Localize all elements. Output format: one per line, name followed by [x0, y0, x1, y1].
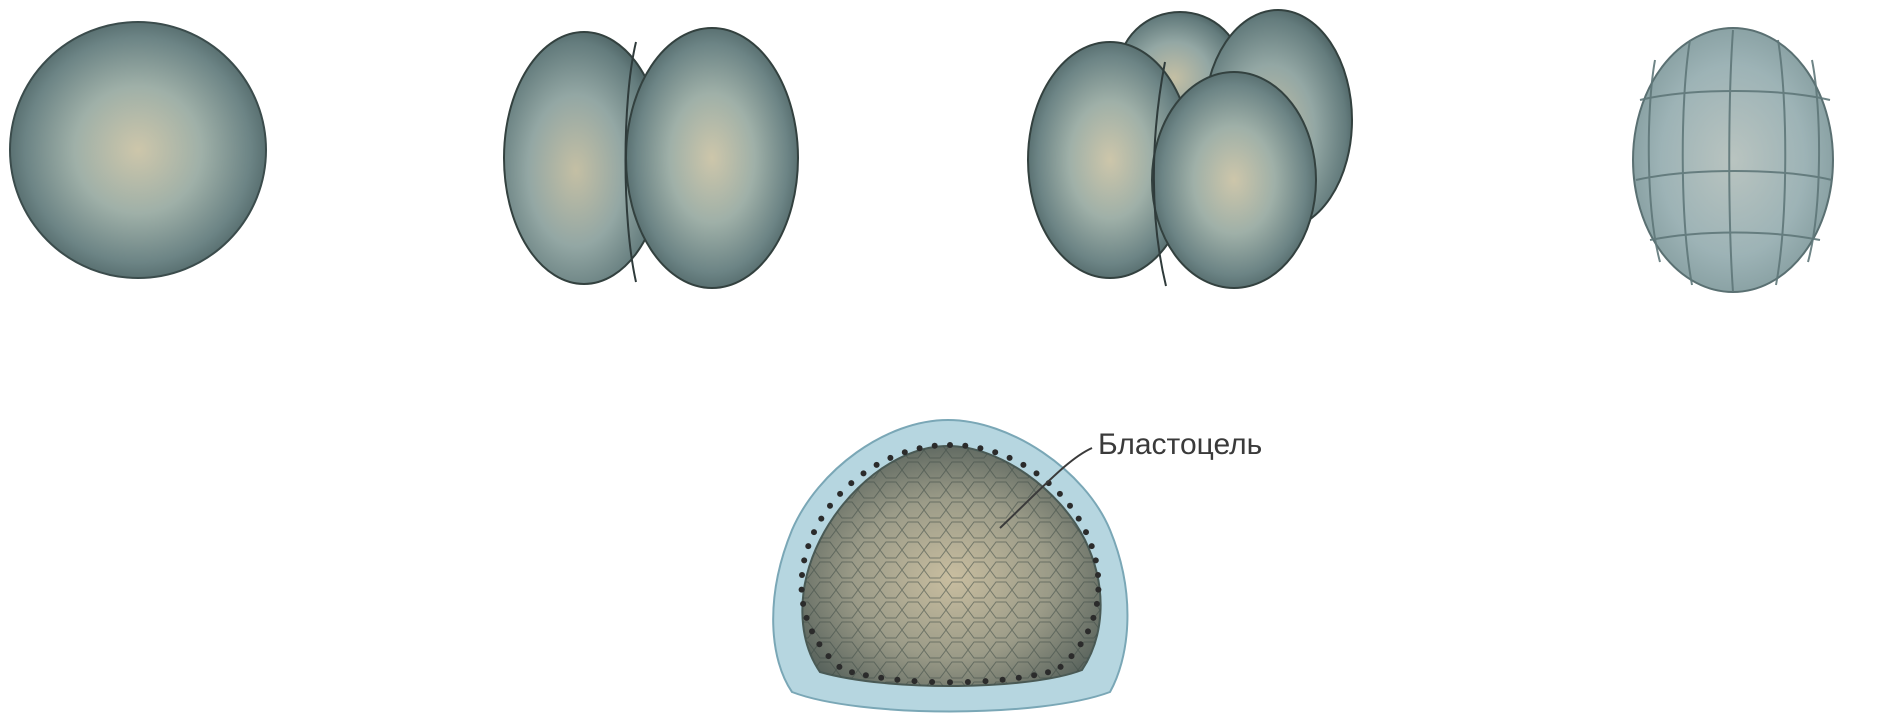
nucleus-dot — [947, 679, 953, 685]
nucleus-dot — [1007, 455, 1013, 461]
nucleus-dot — [1000, 677, 1006, 683]
nucleus-dot — [849, 669, 855, 675]
nucleus-dot — [992, 449, 998, 455]
nucleus-dot — [809, 628, 815, 634]
nucleus-dot — [1058, 664, 1064, 670]
nucleus-dot — [827, 503, 833, 509]
nucleus-dot — [1095, 572, 1101, 578]
nucleus-dot — [818, 516, 824, 522]
nucleus-dot — [848, 480, 854, 486]
nucleus-dot — [1095, 587, 1101, 593]
nucleus-dot — [1069, 653, 1075, 659]
nucleus-dot — [1085, 628, 1091, 634]
nucleus-dot — [1057, 491, 1063, 497]
nucleus-dot — [800, 601, 806, 607]
nucleus-dot — [894, 677, 900, 683]
nucleus-dot — [861, 470, 867, 476]
nucleus-dot — [932, 443, 938, 449]
nucleus-dot — [837, 491, 843, 497]
nucleus-dot — [1093, 557, 1099, 563]
nucleus-dot — [1090, 615, 1096, 621]
nucleus-dot — [1034, 470, 1040, 476]
nucleus-dot — [799, 587, 805, 593]
nucleus-dot — [977, 445, 983, 451]
two-cell-stage — [504, 28, 798, 288]
nucleus-dot — [1083, 529, 1089, 535]
blastocoel-label: Бластоцель — [1098, 428, 1262, 461]
nucleus-dot — [887, 455, 893, 461]
nucleus-dot — [826, 653, 832, 659]
nucleus-dot — [874, 462, 880, 468]
nucleus-dot — [965, 679, 971, 685]
nucleus-dot — [983, 678, 989, 684]
nucleus-dot — [1089, 543, 1095, 549]
nucleus-dot — [816, 641, 822, 647]
four-cell-stage — [1028, 10, 1352, 288]
nucleus-dot — [947, 442, 953, 448]
nucleus-dot — [962, 443, 968, 449]
nucleus-dot — [836, 664, 842, 670]
nucleus-dot — [805, 543, 811, 549]
nucleus-dot — [1067, 503, 1073, 509]
blastula-section — [773, 420, 1127, 712]
nucleus-dot — [1045, 669, 1051, 675]
nucleus-dot — [1078, 641, 1084, 647]
nucleus-dot — [811, 529, 817, 535]
nucleus-dot — [912, 678, 918, 684]
morula-stage — [1633, 28, 1833, 292]
nucleus-dot — [804, 615, 810, 621]
nucleus-dot — [878, 675, 884, 681]
zygote-stage — [10, 22, 266, 278]
nucleus-dot — [1020, 462, 1026, 468]
nucleus-dot — [863, 672, 869, 678]
nucleus-dot — [929, 679, 935, 685]
nucleus-dot — [902, 449, 908, 455]
nucleus-dot — [917, 445, 923, 451]
nucleus-dot — [1031, 672, 1037, 678]
nucleus-dot — [1076, 516, 1082, 522]
nucleus-dot — [799, 572, 805, 578]
nucleus-dot — [1016, 675, 1022, 681]
nucleus-dot — [801, 557, 807, 563]
nucleus-dot — [1094, 601, 1100, 607]
